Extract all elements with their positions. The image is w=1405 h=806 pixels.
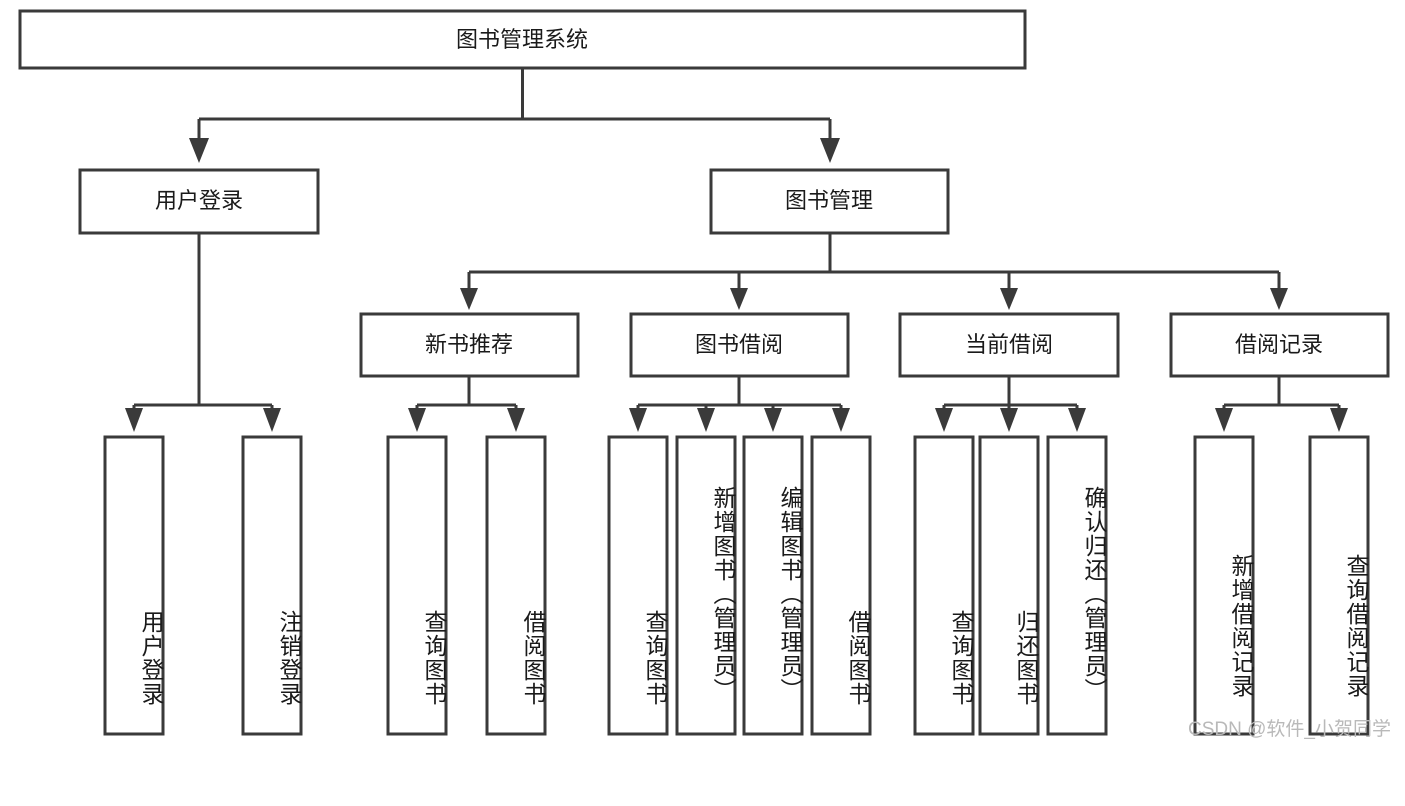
leaf-br-add-record-rect[interactable] — [1193, 435, 1255, 736]
leaf-user-logout-rect[interactable] — [241, 435, 303, 736]
connector-group-book-manage — [460, 233, 1288, 310]
arrowhead-user-logout-leaf — [263, 408, 281, 432]
node-book-manage-rect[interactable] — [709, 168, 950, 235]
node-current-borrow[interactable]: 当前借阅 — [898, 312, 1120, 378]
diagram-canvas: 图书管理系统 用户登录 图书管理 新书推荐 图书借阅 当前借阅 借阅记录 — [18, 9, 1391, 740]
flowchart-svg: 图书管理系统 用户登录 图书管理 新书推荐 图书借阅 当前借阅 借阅记录 — [18, 9, 1390, 736]
arrowhead-bb-query-book — [629, 408, 647, 432]
leaf-bb-edit-book-rect[interactable] — [742, 435, 804, 736]
node-book-borrow[interactable]: 图书借阅 — [629, 312, 850, 378]
arrowhead-cb-confirm-return — [1068, 408, 1086, 432]
node-book-borrow-label: 图书借阅 — [695, 332, 783, 357]
arrowhead-cb-return-book — [1000, 408, 1018, 432]
connector-group-root — [189, 68, 840, 163]
connector-group-book-borrow — [629, 376, 850, 432]
arrowhead-user-login — [189, 138, 209, 163]
connector-group-user-login — [125, 233, 281, 432]
node-root-label: 图书管理系统 — [456, 27, 588, 52]
node-borrow-record-label: 借阅记录 — [1235, 332, 1323, 357]
leaf-bb-query-book-rect[interactable] — [607, 435, 669, 736]
node-new-book-rec-rect[interactable] — [359, 312, 580, 378]
leaf-cb-query-book-rect[interactable] — [913, 435, 975, 736]
leaf-br-query-record-rect[interactable] — [1308, 435, 1370, 736]
leaf-nb-borrow-book-rect[interactable] — [485, 435, 547, 736]
connector-group-current-borrow — [935, 376, 1086, 432]
arrowhead-cb-query-book — [935, 408, 953, 432]
node-new-book-rec[interactable]: 新书推荐 — [359, 312, 580, 378]
leaf-nb-query-book-rect[interactable] — [386, 435, 448, 736]
node-book-manage[interactable]: 图书管理 — [709, 168, 950, 235]
connector-group-new-book-rec — [408, 376, 525, 432]
arrowhead-br-query-record — [1330, 408, 1348, 432]
node-book-manage-label: 图书管理 — [785, 188, 873, 213]
node-borrow-record[interactable]: 借阅记录 — [1169, 312, 1390, 378]
node-borrow-record-rect[interactable] — [1169, 312, 1390, 378]
leaf-bb-borrow-book-rect[interactable] — [810, 435, 872, 736]
csdn-watermark: CSDN @软件_小贺同学 — [1188, 719, 1391, 740]
node-user-login[interactable]: 用户登录 — [78, 168, 320, 235]
leaf-bb-add-book-rect[interactable] — [675, 435, 737, 736]
arrowhead-bb-borrow-book — [832, 408, 850, 432]
arrowhead-borrow-record — [1270, 288, 1288, 310]
arrowhead-nb-borrow-book — [507, 408, 525, 432]
node-new-book-rec-label: 新书推荐 — [425, 332, 513, 357]
arrowhead-new-book-rec — [460, 288, 478, 310]
arrowhead-user-login-leaf — [125, 408, 143, 432]
arrowhead-book-manage — [820, 138, 840, 163]
arrowhead-book-borrow — [730, 288, 748, 310]
node-user-login-label: 用户登录 — [155, 188, 243, 213]
node-current-borrow-rect[interactable] — [898, 312, 1120, 378]
arrowhead-bb-add-book — [697, 408, 715, 432]
node-book-borrow-rect[interactable] — [629, 312, 850, 378]
leaf-user-login-rect[interactable] — [103, 435, 165, 736]
node-root-rect[interactable] — [18, 9, 1027, 70]
node-user-login-rect[interactable] — [78, 168, 320, 235]
arrowhead-br-add-record — [1215, 408, 1233, 432]
arrowhead-nb-query-book — [408, 408, 426, 432]
arrowhead-bb-edit-book — [764, 408, 782, 432]
leaf-cb-confirm-return-rect[interactable] — [1046, 435, 1108, 736]
node-root[interactable]: 图书管理系统 — [18, 9, 1027, 70]
leaf-cb-return-book-rect[interactable] — [978, 435, 1040, 736]
connector-group-borrow-record — [1215, 376, 1348, 432]
node-current-borrow-label: 当前借阅 — [965, 332, 1053, 357]
leaf-boxes — [103, 435, 1370, 736]
arrowhead-current-borrow — [1000, 288, 1018, 310]
